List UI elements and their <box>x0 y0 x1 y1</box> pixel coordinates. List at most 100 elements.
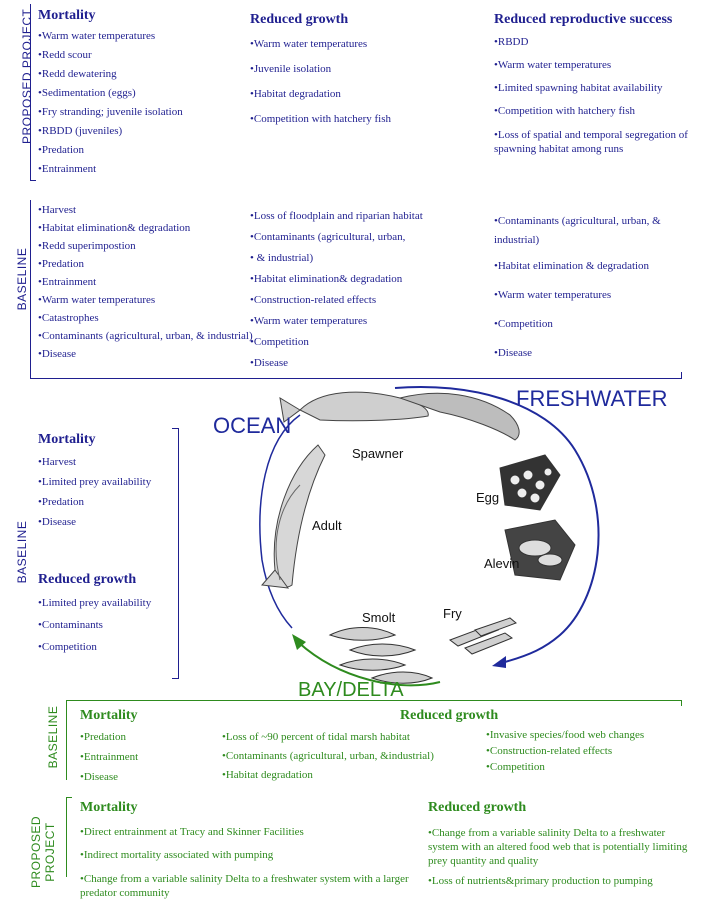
bay-proposed-mortality-header: Mortality <box>80 800 138 815</box>
list-item: •Habitat elimination& degradation <box>250 273 403 285</box>
list-item: •Contaminants (agricultural, urban, <box>250 231 406 243</box>
fry-icon <box>448 617 517 655</box>
ocean-growth-header: Reduced growth <box>38 572 137 587</box>
stage-adult: Adult <box>312 518 342 533</box>
list-item: •Redd superimpostion <box>38 240 136 252</box>
list-item: •Warm water temperatures <box>250 38 368 50</box>
bay-baseline-growth-col1: •Loss of ~90 percent of tidal marsh habi… <box>222 731 492 782</box>
fw-baseline-col2: •Loss of floodplain and riparian habitat… <box>250 210 480 370</box>
list-item: •Entrainment <box>80 751 139 763</box>
fw-proposed-growth: Reduced growth •Warm water temperatures … <box>250 12 460 126</box>
bay-proposed-growth: Reduced growth •Change from a variable s… <box>428 800 696 888</box>
list-item: •Warm water temperatures <box>38 30 156 42</box>
ocean-arc <box>259 414 301 629</box>
list-item: •Loss of floodplain and riparian habitat <box>250 210 423 222</box>
baydelta-arc <box>297 641 441 687</box>
bay-baseline-bracket-right <box>681 700 682 706</box>
bay-proposed-mortality: Mortality •Direct entrainment at Tracy a… <box>80 800 410 900</box>
bay-proposed-bracket-top <box>66 797 72 798</box>
stage-fry: Fry <box>443 606 462 621</box>
freshwater-proposed-label: PROPOSED PROJECT <box>20 8 34 144</box>
stage-spawner: Spawner <box>352 446 404 461</box>
list-item: •Harvest <box>38 204 77 216</box>
stage-egg: Egg <box>476 490 500 505</box>
bay-baseline-growth-col2: •Invasive species/food web changes •Cons… <box>486 729 701 774</box>
ocean-bracket-bottom <box>172 678 179 679</box>
list-item: • & industrial) <box>250 252 314 264</box>
list-item: •Warm water temperatures <box>494 59 612 71</box>
list-item: •Construction-related effects <box>486 745 613 757</box>
ocean-mortality: Mortality •Harvest •Limited prey availab… <box>38 432 178 529</box>
list-item: •Contaminants (agricultural, urban, & in… <box>494 215 661 246</box>
list-item: •Redd scour <box>38 49 92 61</box>
list-item: •Sedimentation (eggs) <box>38 87 136 99</box>
list-item: •Competition <box>486 761 545 773</box>
ocean-baseline-label: BASELINE <box>15 520 29 584</box>
freshwater-arc <box>394 385 600 663</box>
freshwater-baseline-bracket-right <box>681 372 682 379</box>
list-item: •Competition <box>38 641 97 653</box>
list-item: •Disease <box>38 348 77 360</box>
list-item: •Contaminants <box>38 619 103 631</box>
list-item: •Limited spawning habitat availability <box>494 82 663 94</box>
fw-baseline-col1: •Harvest •Habitat elimination& degradati… <box>38 204 253 361</box>
list-item: •Direct entrainment at Tracy and Skinner… <box>80 826 304 838</box>
bay-proposed-growth-header: Reduced growth <box>428 800 527 815</box>
list-item: •Habitat elimination & degradation <box>494 260 650 272</box>
list-item: •Loss of ~90 percent of tidal marsh habi… <box>222 731 410 743</box>
fw-proposed-mortality-header: Mortality <box>38 8 96 23</box>
list-item: •RBDD (juveniles) <box>38 125 123 137</box>
freshwater-arrow-head <box>492 656 506 668</box>
list-item: •Disease <box>38 516 77 528</box>
list-item: •Loss of nutrients&primary production to… <box>428 875 653 887</box>
ocean-title: OCEAN <box>213 413 292 438</box>
list-item: •Fry stranding; juvenile isolation <box>38 106 183 118</box>
list-item: •Warm water temperatures <box>38 294 156 306</box>
spawner-fish-icon <box>279 391 520 441</box>
list-item: •Invasive species/food web changes <box>486 729 645 741</box>
stage-alevin: Alevin <box>484 556 520 571</box>
bay-baseline-mortality: Mortality •Predation •Entrainment •Disea… <box>80 708 220 784</box>
freshwater-baseline-bracket-bottom <box>30 378 682 379</box>
ocean-bracket-top <box>172 428 178 429</box>
fw-proposed-repro-header: Reduced reproductive success <box>494 12 673 27</box>
freshwater-proposed-bracket-bottom <box>30 180 36 181</box>
list-item: •Competition with hatchery fish <box>494 105 636 117</box>
lifecycle-diagram <box>259 385 600 687</box>
list-item: •Indirect mortality associated with pump… <box>80 849 274 861</box>
fw-proposed-repro: Reduced reproductive success •RBDD •Warm… <box>494 12 699 156</box>
freshwater-proposed-bracket <box>30 4 31 180</box>
bay-baseline-mortality-header: Mortality <box>80 708 138 723</box>
list-item: •RBDD <box>494 36 529 48</box>
list-item: •Change from a variable salinity Delta t… <box>428 827 688 867</box>
list-item: •Limited prey availability <box>38 597 152 609</box>
fw-baseline-col3: •Contaminants (agricultural, urban, & in… <box>494 212 694 360</box>
list-item: •Construction-related effects <box>250 294 377 306</box>
bay-baseline-label: BASELINE <box>46 705 60 769</box>
list-item: •Entrainment <box>38 276 97 288</box>
list-item: •Contaminants (agricultural, urban, &ind… <box>222 750 434 762</box>
list-item: •Juvenile isolation <box>250 63 332 75</box>
list-item: •Competition with hatchery fish <box>250 113 392 125</box>
list-item: •Loss of spatial and temporal segregatio… <box>494 129 688 155</box>
ocean-bracket-right <box>178 428 179 678</box>
list-item: •Predation <box>38 496 85 508</box>
list-item: •Competition <box>494 318 553 330</box>
list-item: •Contaminants (agricultural, urban, & in… <box>38 330 253 342</box>
adult-fish-icon <box>261 444 326 589</box>
list-item: •Predation <box>38 258 85 270</box>
list-item: •Disease <box>494 347 533 359</box>
list-item: •Predation <box>80 731 127 743</box>
list-item: •Entrainment <box>38 163 97 175</box>
list-item: •Disease <box>250 357 289 369</box>
stage-smolt: Smolt <box>362 610 396 625</box>
freshwater-baseline-bracket-left <box>30 200 31 378</box>
list-item: •Warm water temperatures <box>494 289 612 301</box>
ocean-mortality-header: Mortality <box>38 432 96 447</box>
bay-proposed-label: PROPOSED PROJECT <box>29 816 57 889</box>
freshwater-baseline-label: BASELINE <box>15 247 29 311</box>
fw-proposed-mortality: Mortality •Warm water temperatures •Redd… <box>38 8 238 176</box>
baydelta-arrow-head <box>292 634 306 650</box>
list-item: •Habitat degradation <box>250 88 341 100</box>
bay-baseline-bracket-top <box>66 700 682 701</box>
